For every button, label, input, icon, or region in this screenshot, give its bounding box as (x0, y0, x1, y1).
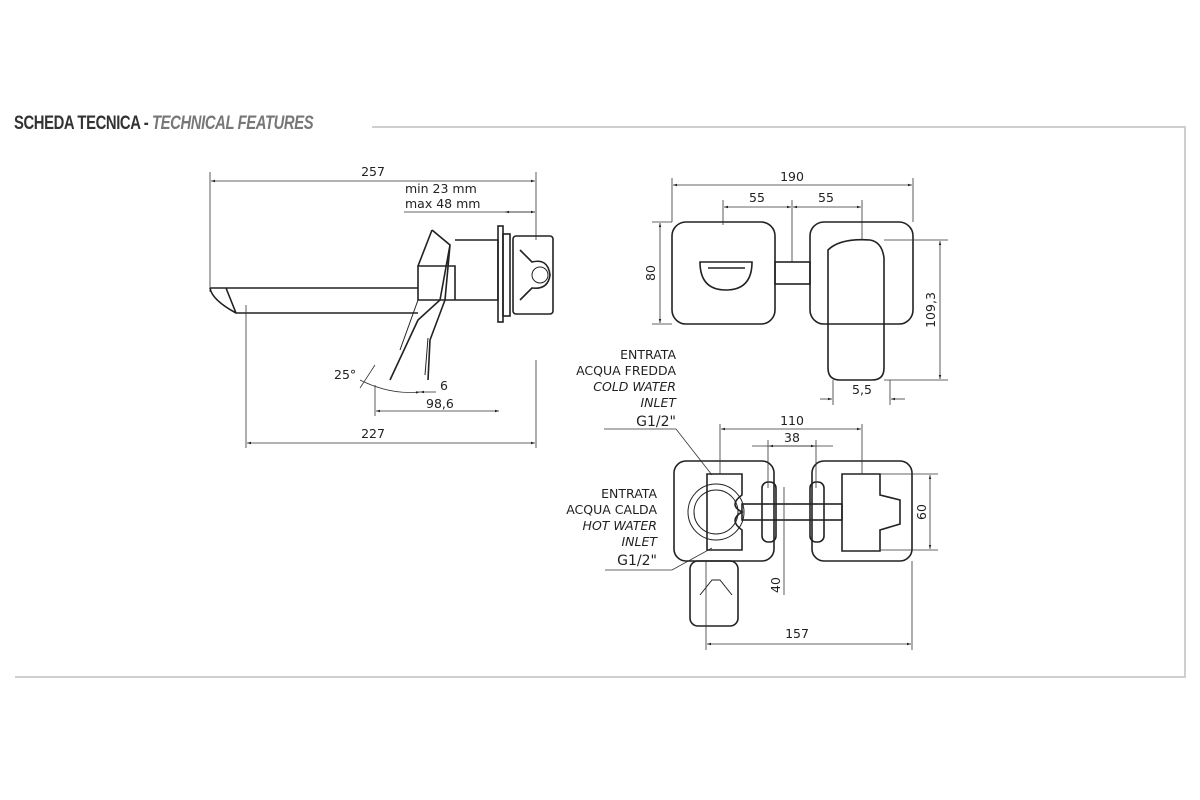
dim-38: 38 (784, 430, 800, 445)
dim-190: 190 (780, 169, 804, 184)
title-english: TECHNICAL FEATURES (152, 113, 314, 134)
dim-80: 80 (643, 265, 658, 281)
dim-55-right: 55 (818, 190, 834, 205)
dim-98-6: 98,6 (426, 396, 454, 411)
cold-water-label: ENTRATA ACQUA FREDDA COLD WATER INLET G1… (576, 347, 677, 430)
dim-157: 157 (785, 626, 809, 641)
dim-109-3: 109,3 (923, 292, 938, 328)
dim-110: 110 (780, 413, 804, 428)
cold-label-line: ENTRATA (620, 347, 676, 362)
dim-5-5: 5,5 (852, 382, 872, 397)
front-view: 190 55 55 80 109,3 5,5 (643, 169, 948, 405)
dim-6: 6 (440, 378, 448, 393)
dim-max: max 48 mm (405, 196, 480, 211)
cold-label-line: G1/2" (636, 414, 676, 430)
title-italian: SCHEDA TECNICA (14, 113, 141, 134)
hot-label-line: ENTRATA (601, 486, 657, 501)
dim-60: 60 (914, 504, 929, 520)
dim-min: min 23 mm (405, 181, 477, 196)
hot-label-line: INLET (621, 534, 658, 549)
dim-55-left: 55 (749, 190, 765, 205)
title-separator: - (140, 113, 153, 134)
page-title: SCHEDA TECNICA - TECHNICAL FEATURES (14, 113, 314, 135)
side-view: 257 min 23 mm max 48 mm 25° 6 98,6 227 (209, 164, 554, 448)
cold-label-line: INLET (640, 395, 677, 410)
cold-label-line: COLD WATER (593, 379, 676, 394)
cold-label-line: ACQUA FREDDA (576, 363, 676, 378)
frame (15, 126, 1186, 678)
dim-257: 257 (361, 164, 385, 179)
angle-25: 25° (334, 367, 356, 382)
hot-label-line: G1/2" (617, 553, 657, 569)
dim-40: 40 (768, 577, 783, 593)
dim-227: 227 (361, 426, 385, 441)
hot-water-label: ENTRATA ACQUA CALDA HOT WATER INLET G1/2… (566, 486, 658, 569)
top-view: ENTRATA ACQUA FREDDA COLD WATER INLET G1… (566, 347, 938, 650)
hot-label-line: HOT WATER (583, 518, 657, 533)
hot-label-line: ACQUA CALDA (566, 502, 657, 517)
